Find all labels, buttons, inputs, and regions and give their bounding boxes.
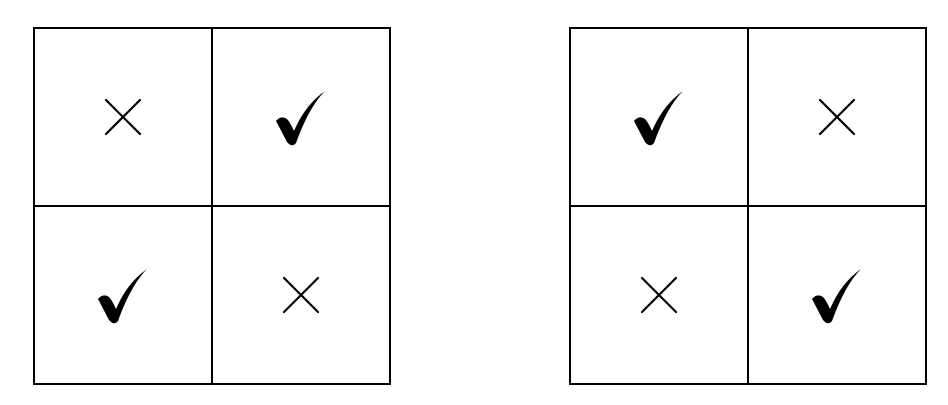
cross-stroke — [818, 98, 856, 136]
grid-cell — [640, 276, 678, 314]
check-icon — [276, 91, 325, 146]
grid-cell — [812, 269, 861, 324]
grid-cell — [276, 91, 325, 146]
grid-cell — [282, 276, 320, 314]
cross-stroke — [282, 276, 320, 314]
grid-cell — [818, 98, 856, 136]
grid-cell — [104, 98, 142, 136]
check-icon — [98, 269, 147, 324]
cross-icon — [640, 276, 678, 314]
grid-cell — [634, 91, 683, 146]
cross-icon — [282, 276, 320, 314]
cross-icon — [104, 98, 142, 136]
cross-icon — [818, 98, 856, 136]
grid-2 — [569, 27, 927, 385]
cross-stroke — [104, 98, 142, 136]
grid-1 — [33, 27, 391, 385]
check-icon — [812, 269, 861, 324]
check-icon — [634, 91, 683, 146]
cross-stroke — [640, 276, 678, 314]
grid-cell — [98, 269, 147, 324]
